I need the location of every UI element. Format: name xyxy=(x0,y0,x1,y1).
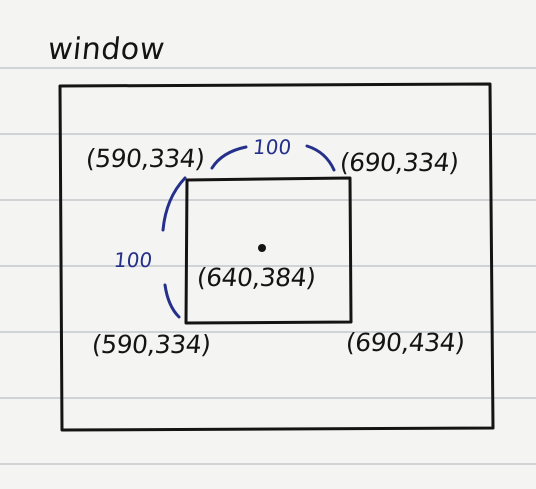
inner-rectangle xyxy=(184,176,353,325)
height-dimension-label: 100 xyxy=(112,248,154,272)
top-left-coordinate: (590,334) xyxy=(84,144,206,173)
bottom-left-coordinate: (590,334) xyxy=(90,330,212,359)
window-outline xyxy=(58,82,495,432)
center-point xyxy=(258,244,266,252)
bottom-right-coordinate: (690,434) xyxy=(344,328,466,357)
top-right-coordinate: (690,334) xyxy=(338,148,460,177)
center-coordinate: (640,384) xyxy=(195,263,317,292)
top-dimension-arc-right xyxy=(305,144,336,172)
top-dimension-arc-left xyxy=(210,145,248,170)
left-dimension-arc-bottom xyxy=(163,283,181,319)
window-label: window xyxy=(46,32,167,67)
width-dimension-label: 100 xyxy=(251,135,293,159)
left-dimension-arc-top xyxy=(161,176,187,232)
